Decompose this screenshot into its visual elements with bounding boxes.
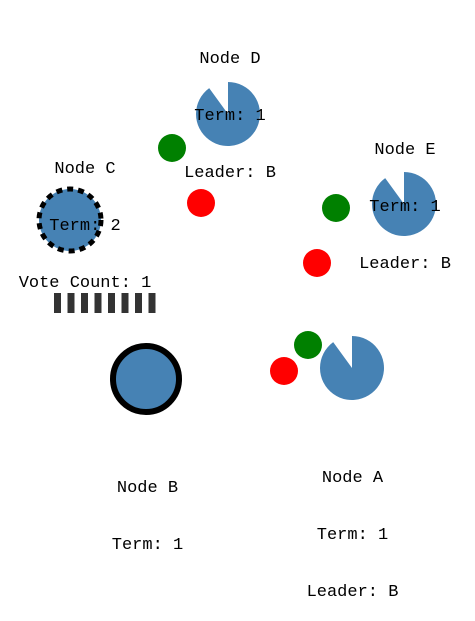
vote-request-packet-green-2 <box>322 194 350 222</box>
log-entry <box>148 293 156 313</box>
node-b-leader-ring <box>110 343 182 415</box>
node-e-circle <box>371 172 436 236</box>
node-d-label: Node D Term: 1 Leader: B <box>160 12 300 202</box>
node-b-label: Node B Term: 1 <box>85 441 210 574</box>
node-a-label: Node A Term: 1 Leader: B <box>290 431 415 621</box>
log-entry <box>67 293 75 313</box>
node-e-leader: Leader: B <box>359 255 451 274</box>
node-e-label: Node E Term: 1 Leader: B <box>340 103 470 293</box>
log-entry <box>81 293 88 313</box>
log-entry <box>94 293 102 313</box>
node-d-circle <box>195 82 260 146</box>
log-entry <box>108 293 115 313</box>
node-c-vote-count: Vote Count: 1 <box>18 274 152 293</box>
node-a-leader: Leader: B <box>306 583 399 602</box>
node-c-name: Node C <box>54 160 116 179</box>
node-b-term: Term: 1 <box>111 536 184 555</box>
node-d <box>195 82 260 146</box>
node-d-leader: Leader: B <box>184 164 276 183</box>
node-d-term: Term: 1 <box>194 107 266 126</box>
node-b-name: Node B <box>116 479 179 498</box>
vote-request-packet-red-3 <box>270 357 298 385</box>
log-entry <box>121 293 129 313</box>
node-a-name: Node A <box>321 469 384 488</box>
node-e-term: Term: 1 <box>369 198 441 217</box>
node-e <box>371 172 436 236</box>
vote-request-packet-green-3 <box>294 331 322 359</box>
node-a <box>319 336 384 400</box>
node-c-candidate-ring <box>36 186 104 254</box>
node-e-name: Node E <box>374 141 436 160</box>
raft-cluster-diagram <box>36 82 436 415</box>
node-c-circle <box>39 189 101 251</box>
node-c-term: Term: 2 <box>49 217 121 236</box>
node-b-circle <box>113 346 179 412</box>
vote-request-packet-green-1 <box>158 134 186 162</box>
vote-request-packet-red-1 <box>187 189 215 217</box>
log-entry <box>135 293 142 313</box>
vote-request-packet-red-2 <box>303 249 331 277</box>
node-b <box>110 343 182 415</box>
node-c <box>36 186 104 254</box>
log-entry <box>54 293 61 313</box>
node-a-term: Term: 1 <box>316 526 389 545</box>
node-d-name: Node D <box>199 50 261 69</box>
node-a-circle <box>319 336 384 400</box>
node-c-label: Node C Term: 2 Vote Count: 1 <box>0 122 170 312</box>
log-entries <box>54 293 156 313</box>
